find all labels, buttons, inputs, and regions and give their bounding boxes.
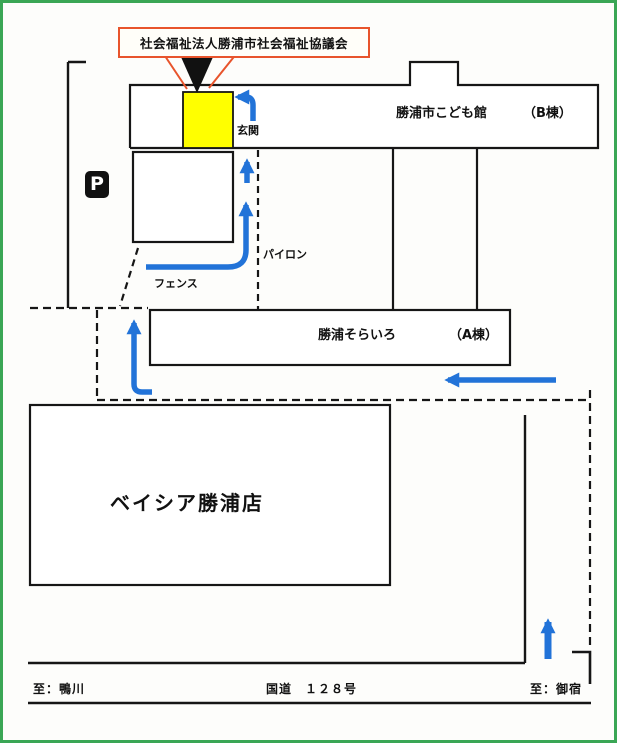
annex-building-outline — [131, 150, 235, 244]
parking-icon: P — [85, 171, 109, 198]
building-a-name: 勝浦そらいろ — [318, 328, 397, 343]
right-road-corner-bracket — [572, 650, 592, 684]
entrance-label: 玄関 — [237, 124, 259, 137]
road-arrow-up-left — [126, 319, 152, 395]
road-left-label: 至：鴨川 — [33, 682, 86, 696]
building-b-wing: （B棟） — [523, 106, 572, 121]
building-a-outline — [148, 308, 512, 367]
building-a-wing: （A棟） — [449, 328, 499, 343]
callout-label: 社会福祉法人勝浦市社会福祉協議会 — [139, 36, 348, 51]
building-b-name: 勝浦市こども館 — [396, 106, 488, 121]
building-b-outline — [128, 60, 600, 150]
entrance-arrow — [234, 89, 256, 121]
dashed-fence-line — [118, 247, 140, 307]
walkway-arrow-curve — [146, 201, 254, 270]
fence-label: フェンス — [154, 277, 198, 290]
left-road-wall — [66, 60, 86, 308]
callout-leader-lines — [162, 52, 238, 90]
corridor-walls — [391, 148, 479, 310]
road-center-label: 国道 １２８号 — [266, 682, 358, 696]
road-right-label: 至：御宿 — [530, 682, 583, 696]
store-name: ベイシア勝浦店 — [110, 491, 264, 515]
destination-building-highlight — [182, 91, 234, 149]
store-outline — [28, 403, 392, 587]
callout-box: 社会福祉法人勝浦市社会福祉協議会 — [118, 27, 370, 58]
pylon-label: パイロン — [263, 248, 307, 261]
callout-pointer-triangle — [181, 57, 213, 93]
